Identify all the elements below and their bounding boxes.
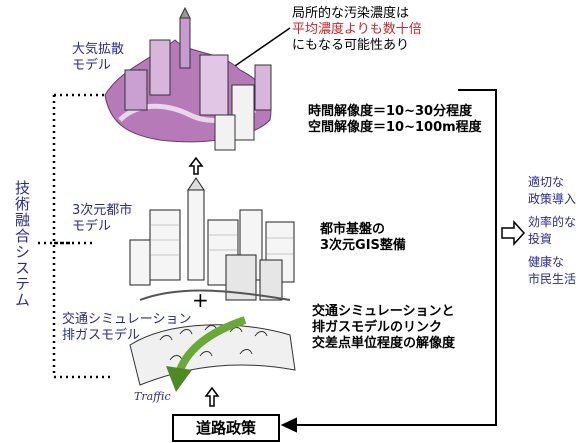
feedback-loop bbox=[280, 89, 497, 433]
city-model-label: 3次元都市 モデル bbox=[72, 203, 133, 234]
plus-sign: + bbox=[192, 288, 209, 312]
air-model-label: 大気拡散 モデル bbox=[72, 42, 125, 73]
road-policy-box: 道路政策 bbox=[172, 414, 280, 442]
resolution-note: 時間解像度＝10~30分程度 空間解像度＝10~100m程度 bbox=[308, 104, 482, 135]
air-city-sketch bbox=[104, 6, 272, 151]
traffic-sketch bbox=[129, 316, 296, 392]
city-model-sketch bbox=[129, 177, 295, 301]
traffic-model-label: 交通シミュレーション 排ガスモデル bbox=[62, 312, 192, 343]
outcomes-list: 適切な 政策導入 効率的な 投資 健康な 市民生活 bbox=[528, 175, 577, 286]
up-arrow-upper bbox=[188, 156, 204, 175]
up-arrow-lower bbox=[204, 386, 220, 407]
dotted-bracket bbox=[38, 93, 110, 379]
callout-line bbox=[231, 27, 291, 69]
traffic-arrow bbox=[176, 316, 247, 372]
gis-note: 都市基盤の 3次元GIS整備 bbox=[320, 222, 406, 253]
link-note: 交通シミュレーションと 排ガスモデルのリンク 交差点単位程度の解像度 bbox=[312, 304, 456, 351]
outcome-arrow bbox=[501, 220, 526, 246]
pollution-note: 局所的な汚染濃度は 平均濃度よりも数十倍 にもなる可能性あり bbox=[292, 6, 422, 53]
system-label: 技術融合システム bbox=[13, 180, 31, 308]
traffic-label: Traffic bbox=[134, 390, 171, 403]
